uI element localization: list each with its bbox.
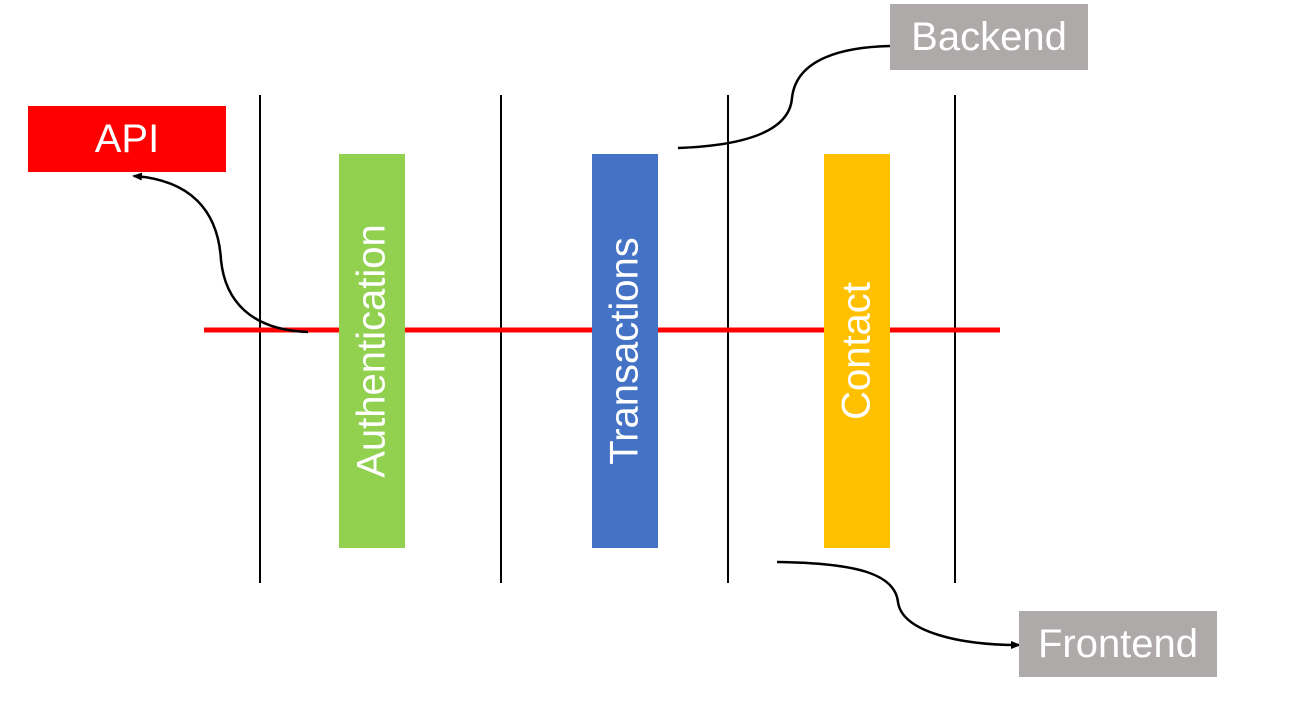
- module-bar-transactions: Transactions: [592, 154, 658, 548]
- api-label: API: [94, 116, 160, 161]
- api-label-box: API: [28, 106, 226, 172]
- api-arrow: [132, 172, 309, 334]
- module-label-authentication: Authentication: [349, 224, 394, 478]
- backend-label-box: Backend: [890, 4, 1088, 70]
- module-bar-authentication: Authentication: [339, 154, 405, 548]
- frontend-label-box: Frontend: [1019, 611, 1217, 677]
- module-label-contact: Contact: [834, 282, 879, 420]
- backend-arrow: [677, 41, 906, 150]
- backend-label: Backend: [911, 14, 1067, 59]
- frontend-arrow: [776, 560, 1021, 649]
- module-bar-contact: Contact: [824, 154, 890, 548]
- frontend-label: Frontend: [1037, 621, 1199, 666]
- module-label-transactions: Transactions: [602, 237, 647, 465]
